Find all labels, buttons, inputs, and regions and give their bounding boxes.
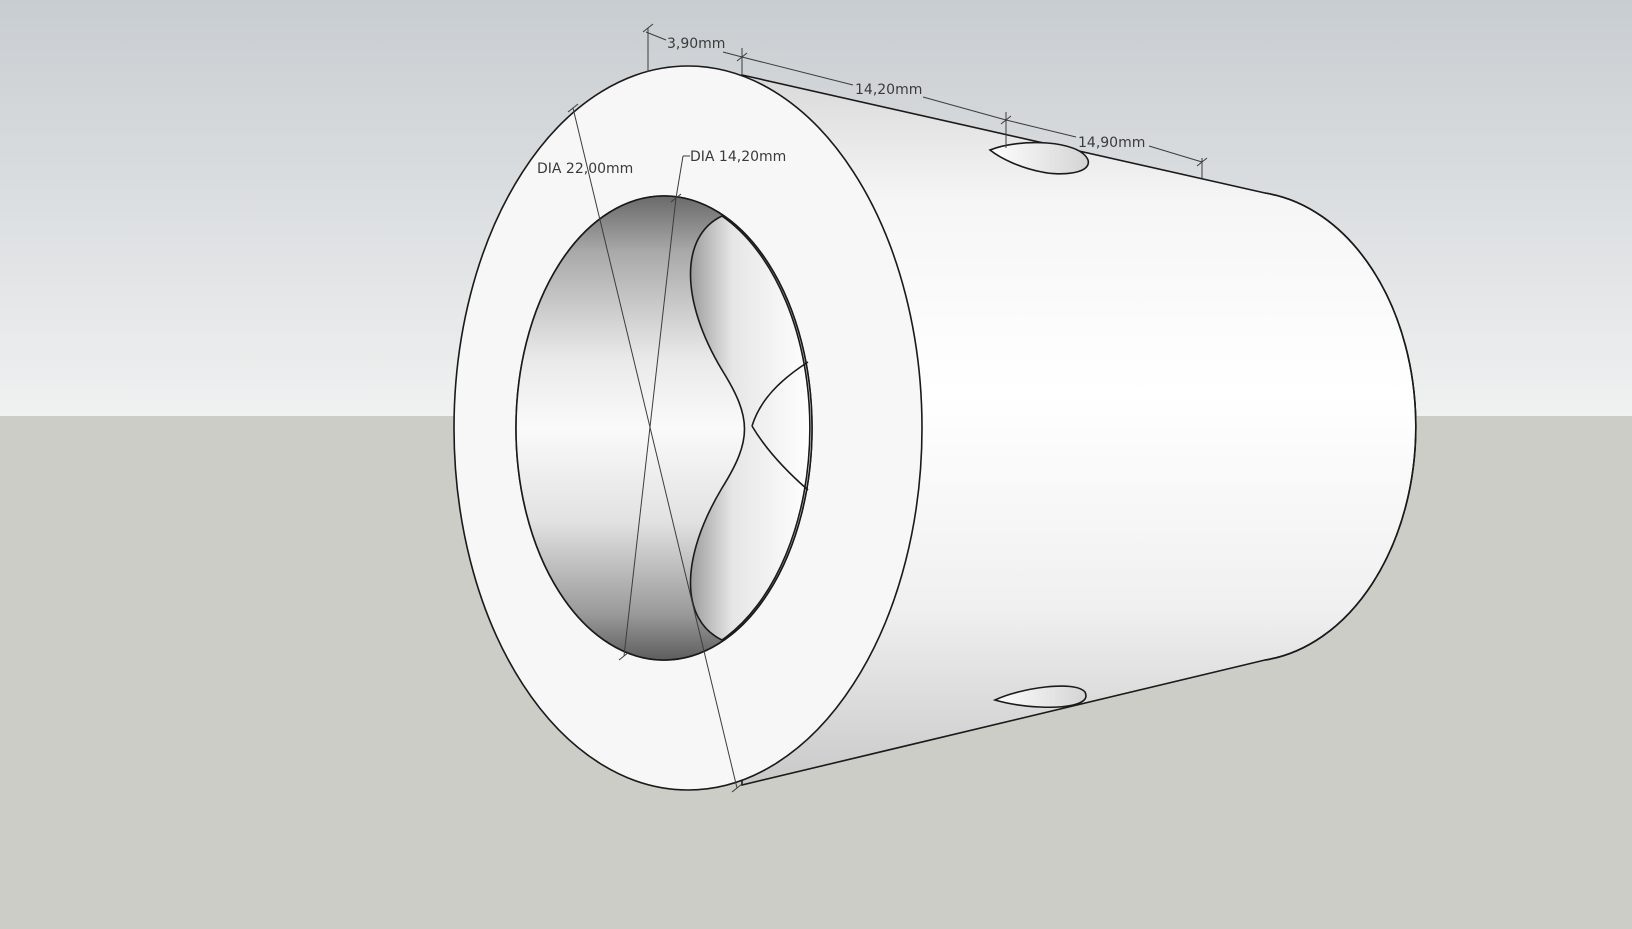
bottom-side-hole[interactable] [992, 685, 1087, 709]
dimension-lines [567, 23, 1208, 793]
inner-diameter-label[interactable]: DIA 14,20mm [690, 149, 786, 165]
cross-hole-intersection [751, 361, 809, 491]
outer-diameter-label[interactable]: DIA 22,00mm [537, 161, 633, 177]
top-side-hole[interactable] [988, 141, 1089, 175]
wall-thickness-label[interactable]: 3,90mm [667, 36, 725, 52]
cross-hole-inner [689, 215, 811, 641]
length-front-label[interactable]: 14,20mm [855, 82, 922, 98]
cylinder-rear-edge [1264, 192, 1417, 661]
length-rear-label[interactable]: 14,90mm [1078, 135, 1145, 151]
